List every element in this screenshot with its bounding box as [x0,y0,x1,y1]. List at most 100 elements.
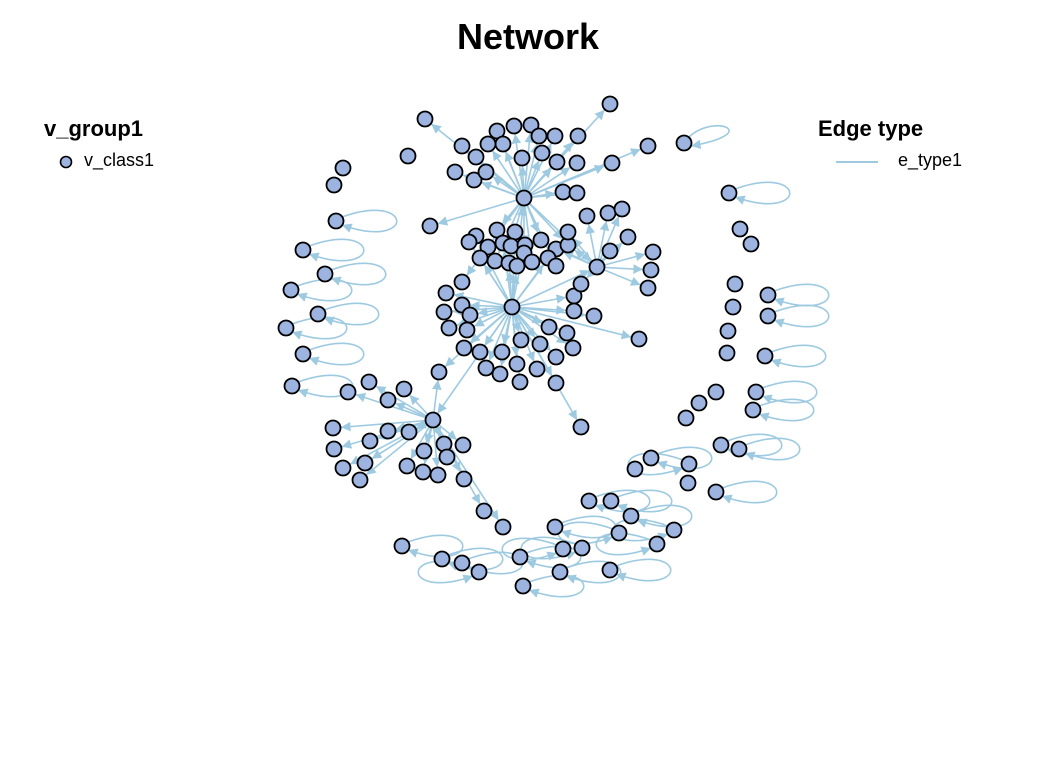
vertex-node [665,521,683,539]
vertex-legend-label: v_class1 [84,150,155,170]
edge [511,306,632,340]
vertex-node [730,440,748,458]
vertex-node [360,373,378,391]
vertex-node [731,220,749,238]
edge [511,306,578,421]
vertex-node [578,207,596,225]
page-title: Network [456,16,600,57]
self-loop-edge [656,446,713,470]
vertex-node [356,454,374,472]
edge [511,263,544,308]
vertex-node [580,492,598,510]
vertex-node [644,243,662,261]
vertex-node [325,176,343,194]
vertex-node [547,374,565,392]
vertex-node [569,127,587,145]
vertex-node [601,561,619,579]
vertex-node [494,518,512,536]
vertex-node [467,148,485,166]
vertex-node [454,436,472,454]
vertex-node [619,228,637,246]
vertex-node [414,463,432,481]
edge [523,197,592,263]
vertex-node [718,344,736,362]
self-loop-edge [761,380,818,404]
vertex-node [532,231,550,249]
vertex-node [325,440,343,458]
edge [483,264,513,308]
vertex-node [690,394,708,412]
vertex-node [554,183,572,201]
vertex-node [546,127,564,145]
vertex-node [283,377,301,395]
edge [488,306,513,361]
self-loop-edge [407,534,464,558]
node-layer [277,95,777,595]
vertex-node [415,442,433,460]
edge [511,306,567,345]
vertex-node [395,380,413,398]
vertex-node [282,281,300,299]
hub-node [515,189,533,207]
vertex-node [465,171,483,189]
self-loop-edge [595,532,652,556]
vertex-node [470,563,488,581]
vertex-node [455,339,473,357]
vertex-node [334,459,352,477]
vertex-node [471,343,489,361]
vertex-node [460,233,478,251]
edge [355,392,434,421]
vertex-node [759,286,777,304]
vertex-node [479,238,497,256]
vertex-node [626,460,644,478]
vertex-node [744,401,762,419]
vertex-node [680,455,698,473]
vertex-node [399,147,417,165]
vertex-node [398,457,416,475]
vertex-node [559,223,577,241]
vertex-node [453,554,471,572]
edge-legend-marker [836,161,878,163]
vertex-node [610,524,628,542]
vertex-node [351,471,369,489]
vertex-node [421,217,439,235]
vertex-node [639,279,657,297]
vertex-node [679,474,697,492]
self-loop-edge [773,283,830,307]
vertex-node [458,321,476,339]
vertex-node [565,302,583,320]
vertex-node [513,149,531,167]
vertex-node [479,135,497,153]
vertex-node [756,347,774,365]
vertex-node [430,363,448,381]
vertex-node [613,200,631,218]
vertex-node [558,324,576,342]
vertex-legend-title: v_group1 [44,116,144,141]
edge [523,166,571,199]
vertex-node [712,436,730,454]
vertex-node [508,257,526,275]
vertex-node [506,223,524,241]
self-loop-edge [773,304,830,328]
vertex-node [599,204,617,222]
vertex-node [540,318,558,336]
vertex-node [309,305,327,323]
vertex-node [440,319,458,337]
vertex-node [630,330,648,348]
vertex-node [648,535,666,553]
vertex-node [400,423,418,441]
self-loop-edge [734,181,791,205]
vertex-node [523,253,541,271]
vertex-node [435,303,453,321]
vertex-node [601,95,619,113]
vertex-node [530,127,548,145]
edge [432,419,481,505]
vertex-node [548,153,566,171]
edge [523,165,605,199]
vertex-node [554,540,572,558]
vertex-node [455,470,473,488]
edge [491,150,525,199]
vertex-node [522,116,540,134]
vertex-node [494,135,512,153]
